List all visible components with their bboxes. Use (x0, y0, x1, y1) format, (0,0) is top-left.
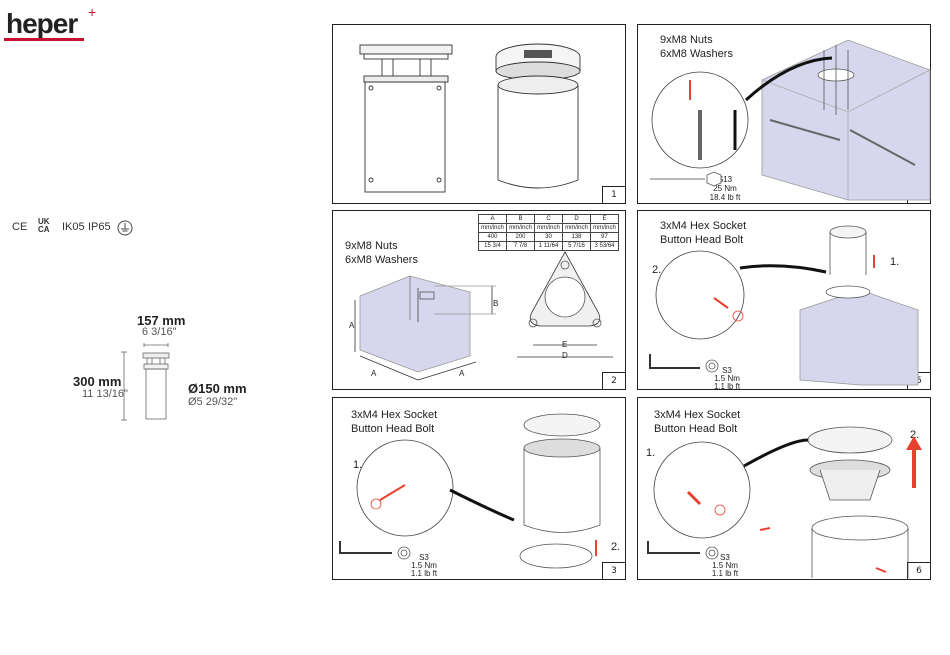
height-mm: 300 mm (73, 374, 122, 389)
step-5-sub1: 1. (890, 256, 900, 268)
step-3-torque-lb: 1.1 lb ft (410, 569, 438, 578)
table-unit: mm/inch (478, 223, 507, 233)
step-number: 1 (602, 186, 625, 203)
step-3-key: S3 (419, 553, 429, 562)
logo-underline (4, 38, 84, 41)
step-5-instruction: 3xM4 Hex Socket Button Head Bolt (660, 220, 747, 246)
width-mm: 157 mm (137, 313, 186, 328)
label-a-side: A (349, 321, 355, 330)
step-number: 3 (602, 562, 625, 579)
step-6-sub1: 1. (646, 447, 656, 459)
label-c: C (439, 292, 445, 301)
table-header: C (534, 214, 563, 224)
table-unit: mm/inch (506, 223, 535, 233)
table-header: D (562, 214, 591, 224)
step-3-panel: 3xM4 Hex Socket Button Head Bolt 1. 2. S… (332, 397, 626, 580)
dimension-table: A B C D E mm/inch mm/inch mm/inch mm/inc… (478, 214, 619, 251)
label-d: D (562, 351, 568, 360)
label-e: E (562, 340, 568, 349)
label-a-bottom-right: A (459, 369, 465, 378)
step-6-instruction: 3xM4 Hex Socket Button Head Bolt (654, 409, 741, 435)
step-3-sub2: 2. (611, 541, 621, 553)
brand-logo: heper (6, 8, 78, 39)
label-a-bottom-left: A (371, 369, 377, 378)
table-unit: mm/inch (590, 223, 619, 233)
table-cell-mm: 97 (590, 232, 619, 242)
step-number: 2 (602, 372, 625, 389)
diameter-mm: Ø150 mm (188, 381, 247, 396)
step-5-panel: 3xM4 Hex Socket Button Head Bolt 2. 1. S… (637, 210, 931, 391)
height-in: 11 13/16" (82, 388, 128, 400)
ground-icon (117, 220, 133, 236)
logo-plus: + (88, 4, 97, 20)
step-3-sub1: 1. (353, 459, 363, 471)
step-5-torque-lb: 1.1 lb ft (713, 382, 741, 391)
table-cell-mm: 138 (562, 232, 591, 242)
ukca-mark: UK CA (38, 217, 50, 234)
product-dimension-drawing (121, 343, 170, 421)
label-b: B (493, 299, 499, 308)
table-unit: mm/inch (562, 223, 591, 233)
step-4-torque-lb: 18.4 lb ft (709, 193, 741, 202)
step-5-key: S3 (722, 366, 732, 375)
step-3-torque-nm: 1.5 Nm (411, 561, 437, 570)
step-2-panel: 9xM8 Nuts 6xM8 Washers A B C D E mm/inch… (332, 210, 626, 390)
step-6-torque-lb: 1.1 lb ft (711, 569, 739, 578)
step-number: 4 (907, 186, 930, 203)
step-6-sub2: 2. (910, 429, 920, 441)
step-4-key: S13 (717, 175, 733, 184)
ip-rating: IP65 (88, 221, 111, 233)
step-4-panel: 9xM8 Nuts 6xM8 Washers S13 25 Nm 18.4 lb… (637, 24, 931, 204)
step-4-instruction: 9xM8 Nuts 6xM8 Washers (660, 34, 733, 60)
step-6-key: S3 (720, 553, 730, 562)
step-5-sub2: 2. (652, 264, 662, 276)
step-2-instruction: 9xM8 Nuts 6xM8 Washers (345, 240, 418, 266)
ce-mark: CE (12, 221, 28, 233)
table-cell-in: 1 11/64 (534, 241, 563, 251)
step-number: 5 (907, 372, 930, 389)
width-in: 6 3/16" (142, 326, 177, 338)
table-header: B (506, 214, 535, 224)
table-cell-in: 7 7/8 (506, 241, 535, 251)
step-5-torque-nm: 1.5 Nm (714, 374, 740, 383)
table-cell-in: 3 53/64 (590, 241, 619, 251)
table-header: E (590, 214, 619, 224)
ik-rating: IK05 (62, 221, 85, 233)
step-number: 6 (907, 562, 930, 579)
step-3-instruction: 3xM4 Hex Socket Button Head Bolt (351, 409, 438, 435)
step-6-panel: 3xM4 Hex Socket Button Head Bolt 1. 2. S… (637, 397, 931, 580)
table-cell-mm: 200 (506, 232, 535, 242)
table-header: A (478, 214, 507, 224)
table-unit: mm/inch (534, 223, 563, 233)
step-6-torque-nm: 1.5 Nm (712, 561, 738, 570)
table-cell-in: 5 7/16 (562, 241, 591, 251)
table-cell-mm: 400 (478, 232, 507, 242)
diameter-in: Ø5 29/32" (188, 396, 238, 408)
table-cell-in: 15 3/4 (478, 241, 507, 251)
step-4-torque-nm: 25 Nm (713, 184, 737, 193)
step-1-panel: 1 (332, 24, 626, 204)
table-cell-mm: 30 (534, 232, 563, 242)
